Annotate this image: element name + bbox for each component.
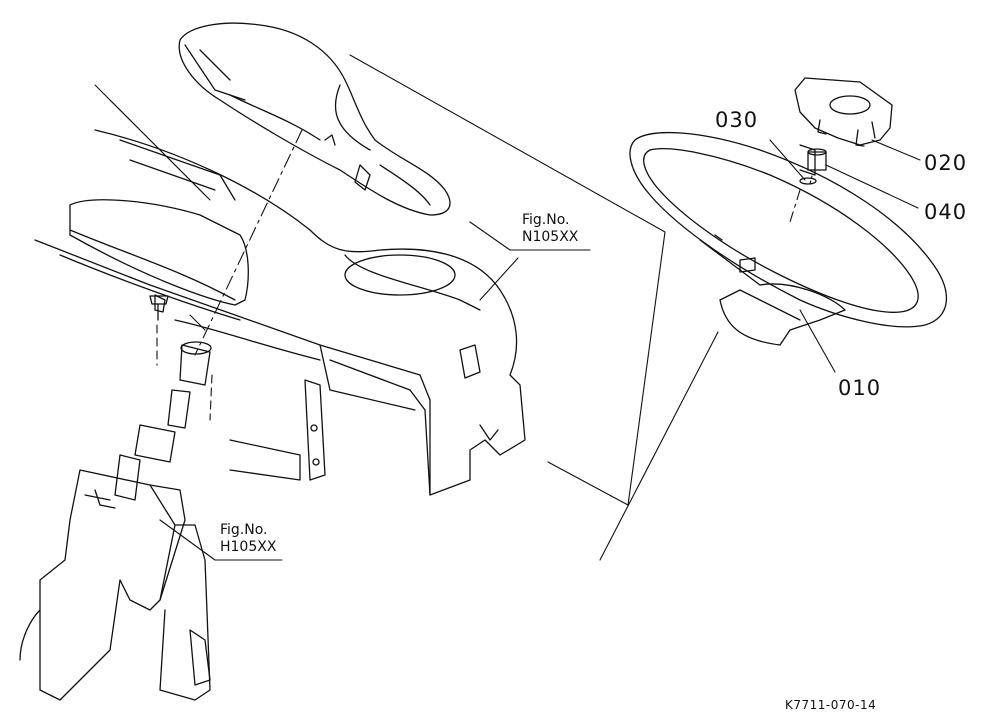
assembly-lines	[156, 54, 813, 561]
figure-ref-h105xx-line1: Fig.No.	[220, 522, 268, 538]
figure-ref-n105xx-line1: Fig.No.	[522, 212, 570, 228]
part-label-040: 040	[924, 200, 968, 224]
figure-ref-h105xx-line2: H105XX	[220, 539, 277, 555]
drawing-code: K7711-070-14	[785, 698, 877, 712]
figure-ref-n105xx: Fig.No. N105XX	[522, 212, 578, 246]
figure-ref-h105xx: Fig.No. H105XX	[220, 522, 276, 556]
meter-cover-drawing	[178, 22, 451, 216]
part-label-020: 020	[924, 151, 968, 175]
steering-column-drawing	[19, 294, 212, 701]
bracket-drawing	[229, 379, 326, 481]
horn-cap-drawing	[794, 77, 893, 147]
dash-panel-drawing	[34, 84, 526, 496]
screw-drawing	[149, 295, 169, 321]
leader-lines	[159, 139, 921, 561]
part-label-010: 010	[838, 376, 882, 400]
figure-ref-n105xx-line2: N105XX	[522, 229, 579, 245]
nut-washer-drawing	[799, 148, 827, 185]
steering-wheel-drawing	[629, 131, 947, 346]
part-label-030: 030	[715, 108, 759, 132]
